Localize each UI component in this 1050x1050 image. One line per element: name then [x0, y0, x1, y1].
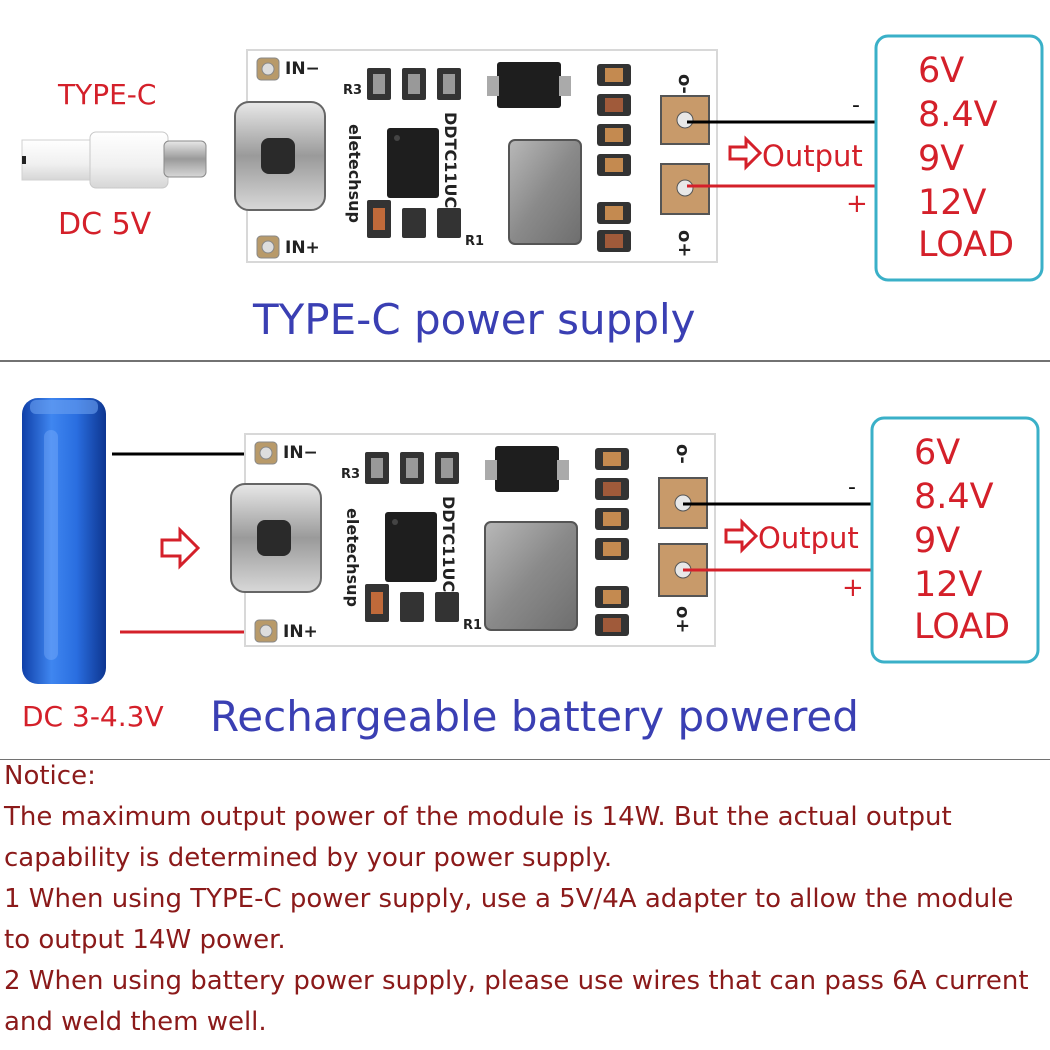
r3-label: R3	[343, 83, 362, 98]
load-voltage-8-4v: 8.4V	[918, 95, 998, 135]
pcb-board-bottom: IN− IN+ R3 eletechsup DDTC11UC R1	[230, 433, 716, 647]
r3-label: R3	[341, 467, 360, 482]
battery-icon	[22, 398, 106, 684]
type-c-label: TYPE-C	[57, 78, 156, 111]
model-label: DDTC11UC	[441, 112, 460, 208]
load-voltage-9v: 9V	[914, 521, 960, 561]
notice-block: Notice: The maximum output power of the …	[4, 756, 1046, 1043]
output-plus-sign: +	[846, 189, 868, 219]
notice-line: The maximum output power of the module i…	[4, 802, 952, 832]
load-voltage-12v: 12V	[918, 183, 987, 223]
usb-c-cable-icon	[21, 131, 207, 189]
out-minus-label: o-	[672, 444, 693, 464]
load-label: LOAD	[918, 225, 1014, 265]
load-voltage-6v: 6V	[918, 51, 964, 91]
load-voltage-6v: 6V	[914, 433, 960, 473]
brand-label: eletechsup	[345, 124, 364, 223]
output-arrow-icon	[724, 518, 759, 554]
load-voltage-12v: 12V	[914, 565, 983, 605]
bottom-section: DC 3-4.3V IN− IN+ R3 eletechsup DDTC11UC	[22, 398, 1040, 741]
notice-line: to output 14W power.	[4, 925, 286, 955]
r1-label: R1	[463, 618, 482, 633]
brand-label: eletechsup	[343, 508, 362, 607]
top-section: TYPE-C DC 5V IN− IN+ R3	[21, 34, 1044, 344]
pin-in-minus-label: IN−	[283, 443, 318, 463]
load-voltage-9v: 9V	[918, 139, 964, 179]
load-voltage-8-4v: 8.4V	[914, 477, 994, 517]
input-arrow-icon	[160, 526, 201, 570]
model-label: DDTC11UC	[439, 496, 458, 592]
pin-in-minus-label: IN−	[285, 59, 320, 79]
out-plus-label: o+	[674, 230, 695, 257]
notice-line: 2 When using battery power supply, pleas…	[4, 966, 1029, 996]
top-caption: TYPE-C power supply	[252, 295, 696, 344]
out-minus-label: o-	[674, 74, 695, 94]
notice-line: 1 When using TYPE-C power supply, use a …	[4, 884, 1014, 914]
pin-in-plus-label: IN+	[283, 622, 318, 642]
load-box	[874, 34, 1044, 282]
out-plus-label: o+	[672, 606, 693, 633]
pin-in-plus-label: IN+	[285, 238, 320, 258]
notice-line: capability is determined by your power s…	[4, 843, 613, 873]
notice-title: Notice:	[4, 761, 96, 791]
output-minus-sign: -	[852, 93, 860, 118]
dc-5v-label: DC 5V	[58, 207, 152, 242]
output-plus-sign: +	[842, 573, 864, 603]
load-label: LOAD	[914, 607, 1010, 647]
dc-3-4-3v-label: DC 3-4.3V	[22, 700, 164, 733]
diagram-canvas: TYPE-C DC 5V IN− IN+ R3	[0, 34, 1050, 760]
output-label: Output	[758, 521, 859, 555]
bottom-caption: Rechargeable battery powered	[210, 692, 859, 741]
r1-label: R1	[465, 234, 484, 249]
notice-line: and weld them well.	[4, 1007, 267, 1037]
load-box	[870, 416, 1040, 664]
output-minus-sign: -	[848, 475, 856, 500]
pcb-board-top: IN− IN+ R3 eletechsup DDTC11UC	[234, 49, 718, 263]
output-arrow-icon	[728, 135, 763, 171]
output-label: Output	[762, 139, 863, 173]
